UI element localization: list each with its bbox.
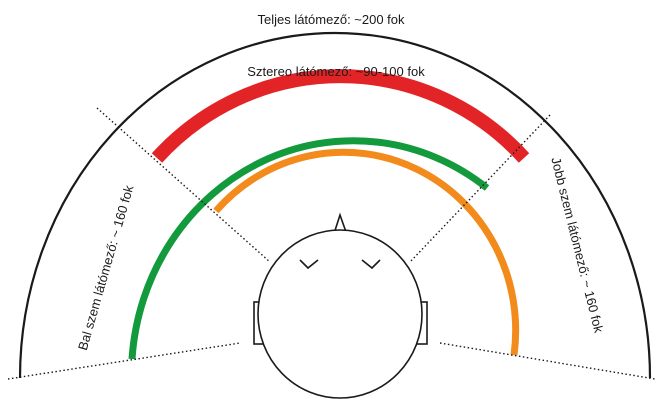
field-boundary-lines bbox=[7, 107, 656, 380]
right-eye-field-arc bbox=[213, 148, 520, 356]
stereo-field-label: Sztereo látómező: ~90-100 fok bbox=[247, 64, 425, 79]
right-upper-boundary bbox=[409, 114, 551, 263]
left-upper-boundary bbox=[96, 107, 271, 263]
left-eye bbox=[299, 259, 319, 270]
right-eye-field-label: Jobb szem látómező: ~ 160 fok bbox=[548, 156, 606, 335]
stereo-field-arc bbox=[151, 69, 530, 163]
total-field-label: Teljes látómező: ~200 fok bbox=[257, 12, 405, 27]
left-eye-field-arc bbox=[128, 137, 490, 360]
head-top-view bbox=[253, 212, 428, 399]
total-field-arc bbox=[18, 31, 652, 379]
right-lower-boundary bbox=[439, 342, 656, 380]
left-lower-boundary bbox=[7, 342, 241, 380]
left-eye-field-label: Bal szem látómező: ~ 160 fok bbox=[75, 183, 137, 352]
head-outline bbox=[257, 229, 423, 399]
right-eye bbox=[361, 259, 381, 270]
